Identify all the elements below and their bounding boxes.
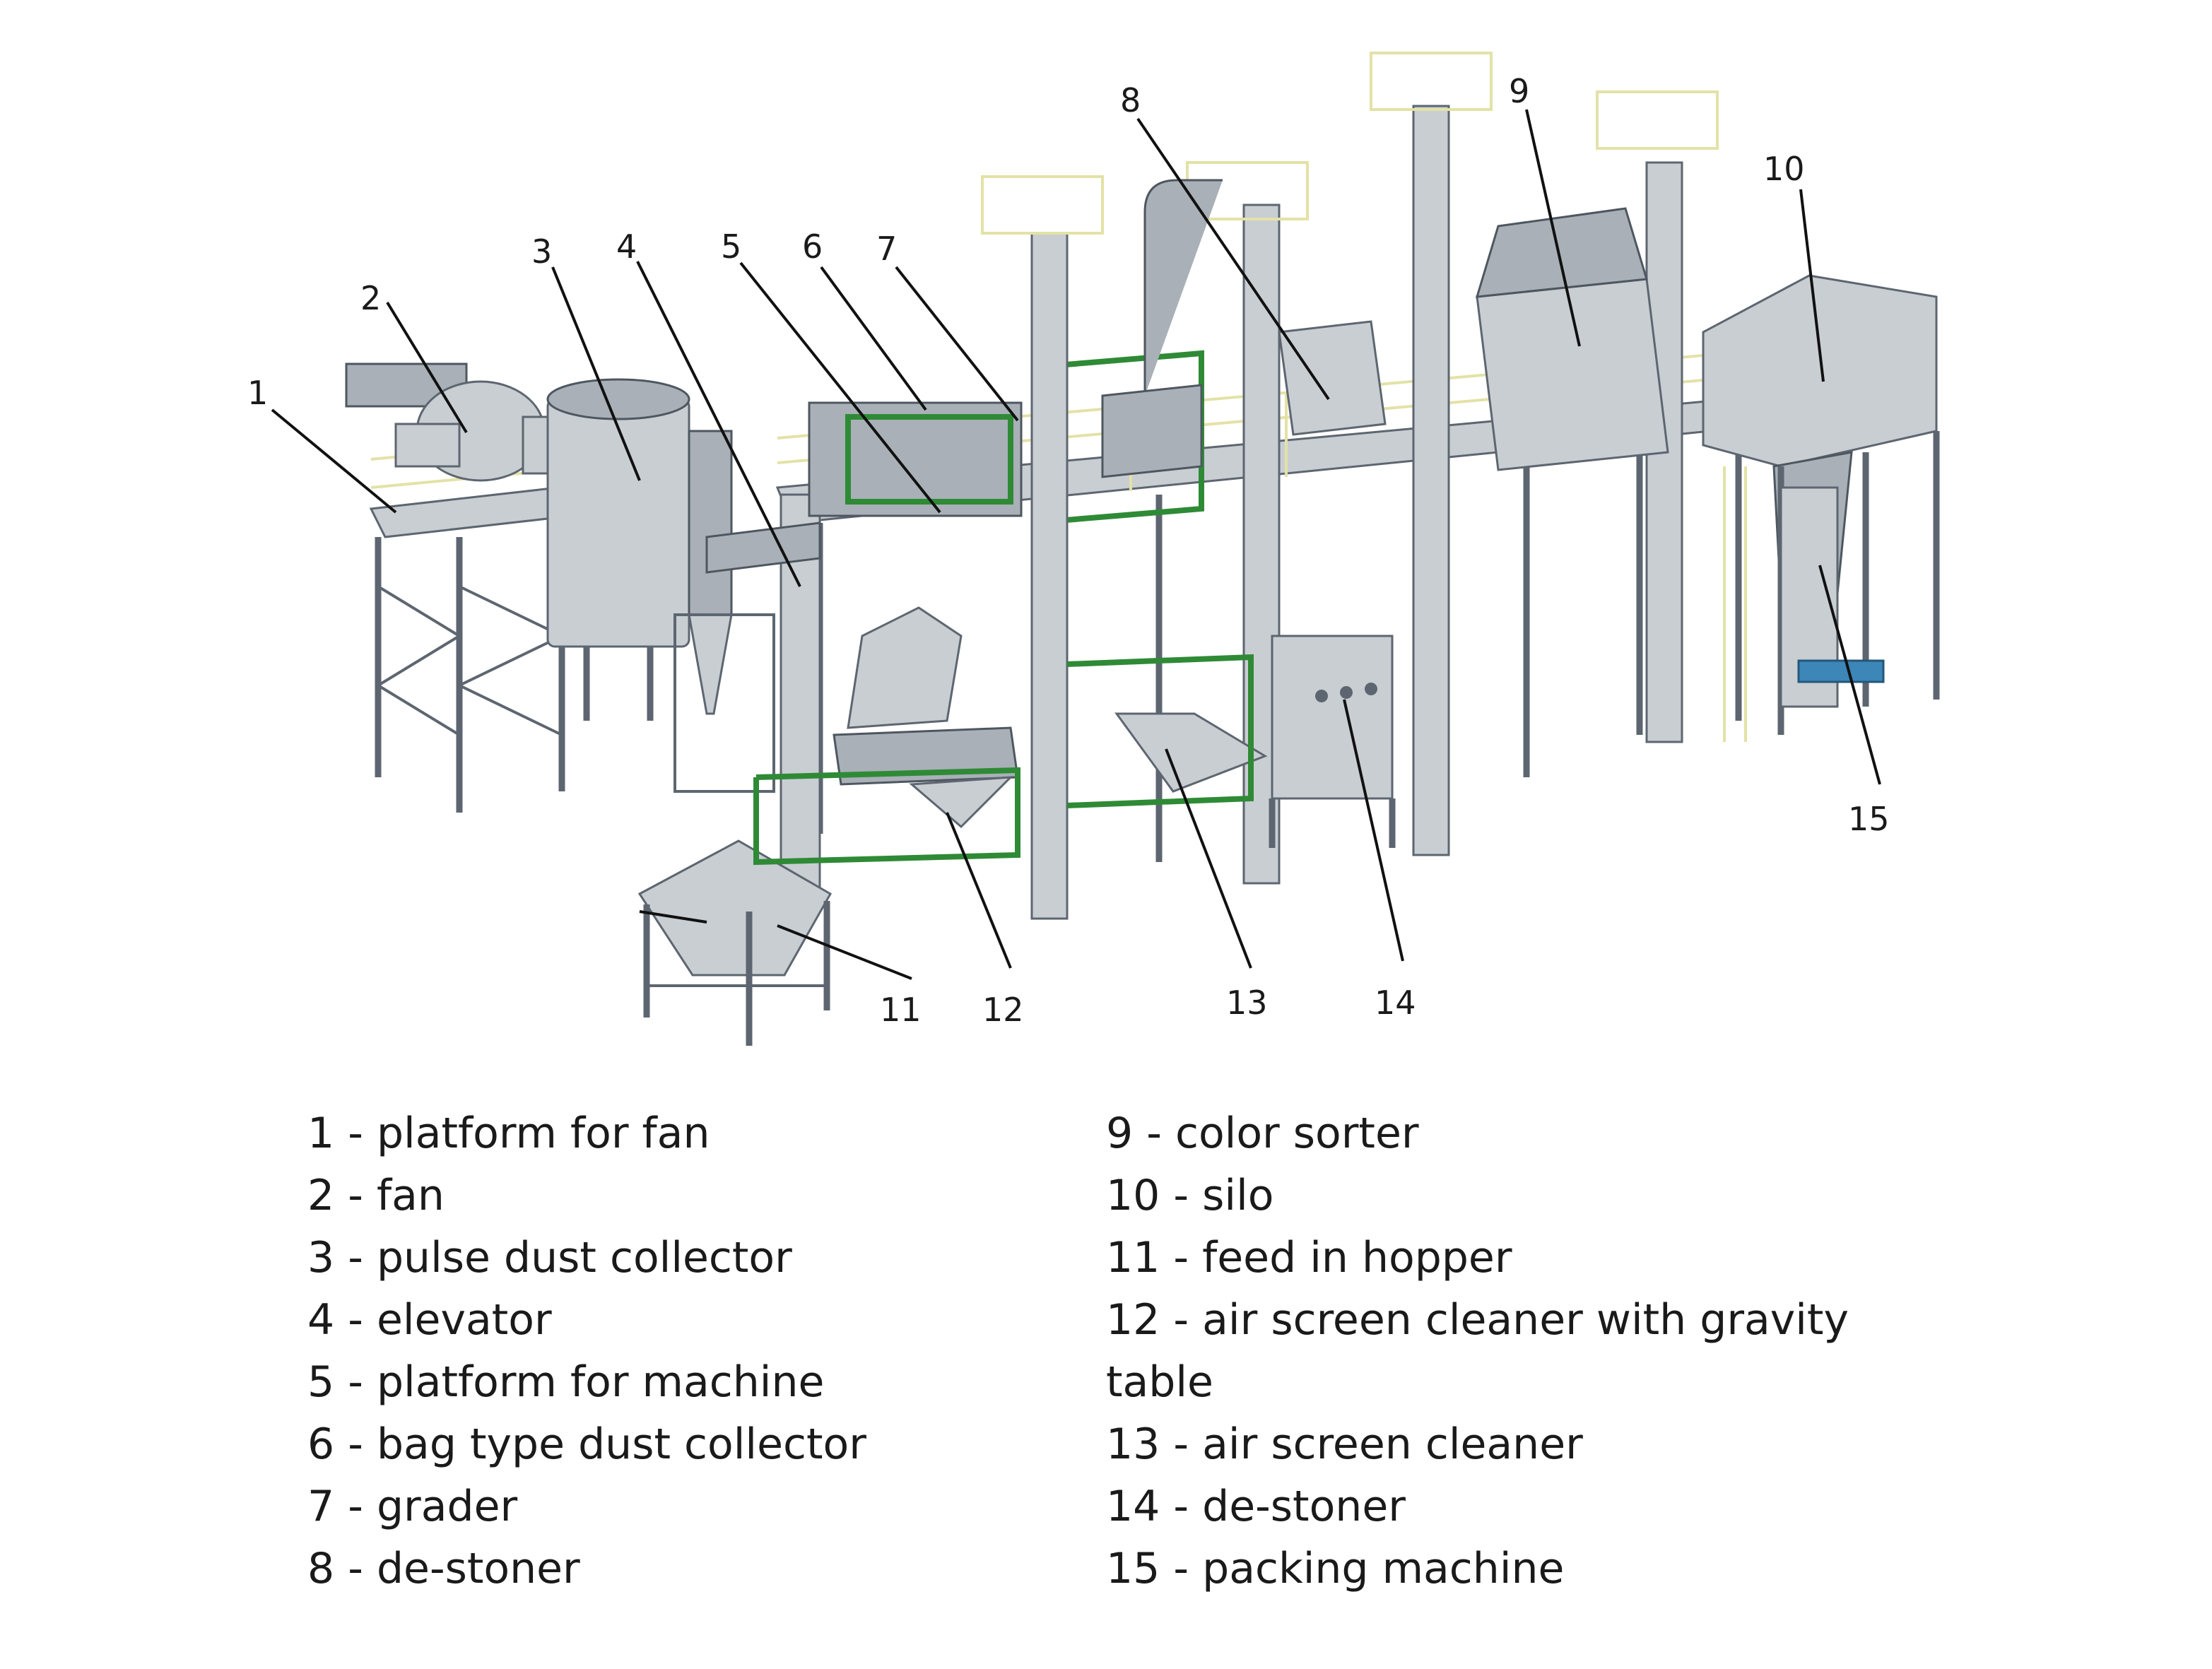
air-screen-cleaner — [1066, 654, 1268, 808]
callout-15: 15 — [1848, 800, 1890, 838]
legend-left-column: 1 - platform for fan 2 - fan 3 - pulse d… — [307, 1102, 1085, 1600]
feed-in-hopper — [637, 839, 833, 1046]
callout-9: 9 — [1509, 72, 1529, 110]
callout-13: 13 — [1226, 984, 1268, 1022]
callout-12: 12 — [982, 991, 1024, 1029]
legend-item: 13 - air screen cleaner — [1106, 1420, 1583, 1469]
legend-right-column: 9 - color sorter 10 - silo 11 - feed in … — [1106, 1102, 1968, 1600]
air-screen-cleaner-gravity-table — [753, 606, 1020, 866]
legend-item: 11 - feed in hopper — [1106, 1233, 1512, 1282]
leader-lines — [271, 109, 1881, 980]
legend-item: 8 - de-stoner — [307, 1544, 580, 1593]
legend-item: 2 - fan — [307, 1171, 445, 1220]
callout-10: 10 — [1763, 150, 1805, 188]
callout-1: 1 — [247, 374, 268, 412]
legend-item: 3 - pulse dust collector — [307, 1233, 792, 1282]
callout-5: 5 — [721, 228, 741, 266]
legend-item: 4 - elevator — [307, 1295, 552, 1345]
pulse-dust-collector — [546, 378, 690, 721]
legend-item: 12 - air screen cleaner with gravity tab… — [1106, 1295, 1849, 1407]
legend-item: 7 - grader — [307, 1482, 518, 1531]
callout-6: 6 — [802, 228, 823, 266]
legend-item: 6 - bag type dust collector — [307, 1420, 866, 1469]
fan — [345, 362, 567, 482]
legend-item: 5 - platform for machine — [307, 1357, 825, 1407]
legend-item: 14 - de-stoner — [1106, 1482, 1406, 1531]
legend-item: 15 - packing machine — [1106, 1544, 1565, 1593]
cyclone-frame — [673, 430, 775, 793]
de-stoner-lower — [1269, 635, 1396, 848]
callout-11: 11 — [880, 991, 922, 1029]
de-stoner-upper — [1101, 320, 1387, 478]
processing-plant-illustration: 1 2 3 4 5 6 7 8 9 10 11 12 13 14 15 — [247, 52, 1940, 1046]
callout-14: 14 — [1375, 984, 1416, 1022]
color-sorter — [1475, 207, 1669, 471]
callout-numbers: 1 2 3 4 5 6 7 8 9 10 11 12 13 14 15 — [247, 72, 1890, 1029]
legend-item: 1 - platform for fan — [307, 1109, 710, 1158]
elevator-4 — [705, 493, 821, 892]
packing-machine — [1723, 466, 1885, 742]
callout-2: 2 — [360, 279, 381, 317]
callout-3: 3 — [531, 232, 552, 271]
legend-item: 9 - color sorter — [1106, 1109, 1419, 1158]
callout-4: 4 — [616, 228, 637, 266]
callout-7: 7 — [876, 230, 897, 268]
grader-area — [808, 350, 1204, 526]
callout-8: 8 — [1120, 81, 1141, 119]
legend-item: 10 - silo — [1106, 1171, 1274, 1220]
fan-platform — [369, 440, 575, 813]
